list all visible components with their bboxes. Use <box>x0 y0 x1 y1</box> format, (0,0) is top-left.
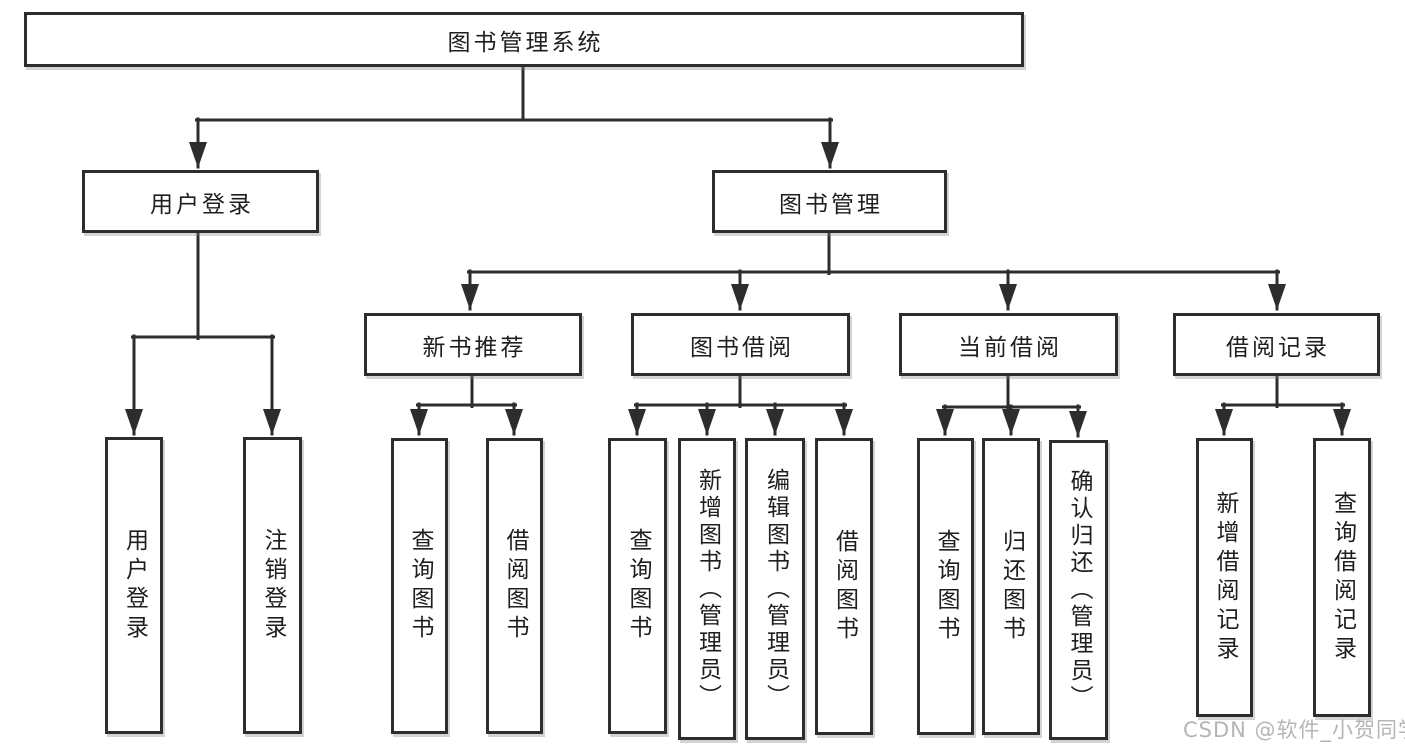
leaf-logout: 注销登录 <box>243 437 302 734</box>
leaf-return-books: 归还图书 <box>982 438 1040 735</box>
leaf-query-books-recommend: 查询图书 <box>391 438 448 734</box>
csdn-watermark: CSDN @软件_小贺同学 <box>1183 718 1405 742</box>
leaf-borrow-books-borrowing: 借阅图书 <box>815 438 873 735</box>
leaf-edit-book-admin: 编辑图书（管理员） <box>745 438 805 740</box>
leaf-query-borrow-record: 查询借阅记录 <box>1313 438 1371 717</box>
leaf-add-borrow-record: 新增借阅记录 <box>1196 438 1253 717</box>
node-book-management: 图书管理 <box>712 170 947 233</box>
node-library-system: 图书管理系统 <box>24 12 1024 67</box>
node-borrowing-records: 借阅记录 <box>1173 313 1380 376</box>
leaf-confirm-return-admin: 确认归还（管理员） <box>1049 440 1108 740</box>
leaf-user-login: 用户登录 <box>105 437 163 734</box>
leaf-add-book-admin: 新增图书（管理员） <box>678 438 736 740</box>
node-book-borrowing: 图书借阅 <box>631 313 850 376</box>
node-current-borrowing: 当前借阅 <box>899 313 1118 376</box>
leaf-borrow-books-recommend: 借阅图书 <box>486 438 543 734</box>
node-new-book-recommend: 新书推荐 <box>364 313 582 376</box>
leaf-query-books-borrowing: 查询图书 <box>608 438 667 734</box>
node-user-login: 用户登录 <box>82 170 319 233</box>
leaf-query-books-current: 查询图书 <box>917 438 974 735</box>
